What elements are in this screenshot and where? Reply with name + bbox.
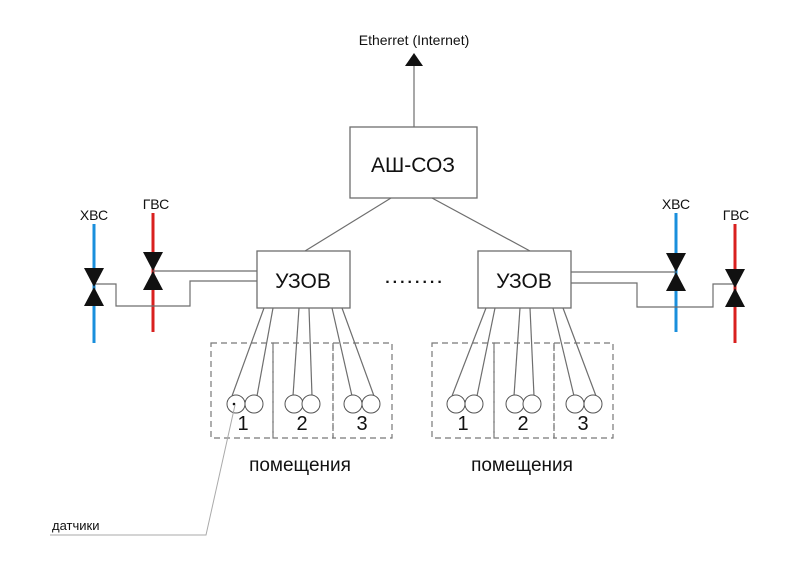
sensor-wire — [256, 307, 274, 397]
valve-wire — [571, 282, 735, 308]
room-number: 1 — [457, 413, 468, 435]
sensor-wire — [552, 307, 575, 397]
room-number: 2 — [517, 413, 528, 435]
controller-box[interactable]: АШ-СОЗ — [349, 126, 478, 199]
node-right: ХВС ГВС УЗОВ 1 2 3 помещ — [431, 196, 750, 476]
sensor-icon[interactable] — [284, 394, 304, 414]
hot-water-label: ГВС — [143, 196, 170, 212]
sensor-icon[interactable] — [226, 394, 246, 414]
room-1 — [210, 342, 274, 439]
sensor-wire — [292, 307, 300, 397]
room-number: 2 — [296, 413, 307, 435]
room-number: 1 — [237, 413, 248, 435]
hot-water-valve-icon[interactable] — [143, 252, 163, 290]
sensor-wire — [513, 307, 521, 397]
hot-water-valve-icon[interactable] — [725, 269, 745, 307]
more-nodes-ellipsis: ........ — [385, 270, 445, 287]
room-3 — [332, 342, 393, 439]
sensor-wire — [231, 307, 265, 397]
link-right-node — [431, 197, 531, 252]
sensor-wire — [529, 307, 535, 397]
node-box[interactable]: УЗОВ — [477, 250, 572, 309]
hot-water-label: ГВС — [723, 207, 750, 223]
sensor-point — [232, 402, 236, 406]
controller-label: АШ-СОЗ — [371, 154, 455, 177]
sensor-icon[interactable] — [505, 394, 525, 414]
room-1 — [431, 342, 495, 439]
sensors-label: датчики — [52, 518, 99, 533]
room-number: 3 — [577, 413, 588, 435]
cold-water-valve-icon[interactable] — [84, 268, 104, 306]
node-label: УЗОВ — [275, 270, 331, 293]
sensor-icon[interactable] — [361, 394, 381, 414]
sensor-wire — [308, 307, 313, 397]
sensor-wire — [341, 307, 375, 397]
sensor-icon[interactable] — [446, 394, 466, 414]
node-label: УЗОВ — [496, 270, 552, 293]
sensor-wire — [331, 307, 353, 397]
node-box[interactable]: УЗОВ — [256, 250, 351, 309]
rooms-label: помещения — [249, 455, 351, 476]
sensor-icon[interactable] — [565, 394, 585, 414]
sensor-icon[interactable] — [343, 394, 363, 414]
sensor-icon[interactable] — [522, 394, 542, 414]
sensor-wire — [562, 307, 597, 397]
room-2 — [272, 342, 334, 439]
valve-wire — [94, 280, 257, 307]
sensor-wire — [451, 307, 487, 397]
node-left: ХВС ГВС УЗОВ — [80, 196, 393, 476]
rooms-label: помещения — [471, 455, 573, 476]
room-number: 3 — [356, 413, 367, 435]
arrow-up-icon — [405, 53, 423, 66]
sensor-icon[interactable] — [464, 394, 484, 414]
cold-water-label: ХВС — [80, 207, 108, 223]
link-left-node — [304, 197, 392, 252]
room-3 — [553, 342, 614, 439]
internet-label: Etherret (Internet) — [359, 32, 470, 48]
sensor-icon[interactable] — [244, 394, 264, 414]
sensor-wire — [476, 307, 496, 397]
sensor-icon[interactable] — [583, 394, 603, 414]
cold-water-valve-icon[interactable] — [666, 253, 686, 291]
cold-water-label: ХВС — [662, 196, 690, 212]
room-2 — [493, 342, 555, 439]
sensor-icon[interactable] — [301, 394, 321, 414]
sensors-leader-line — [50, 404, 236, 536]
